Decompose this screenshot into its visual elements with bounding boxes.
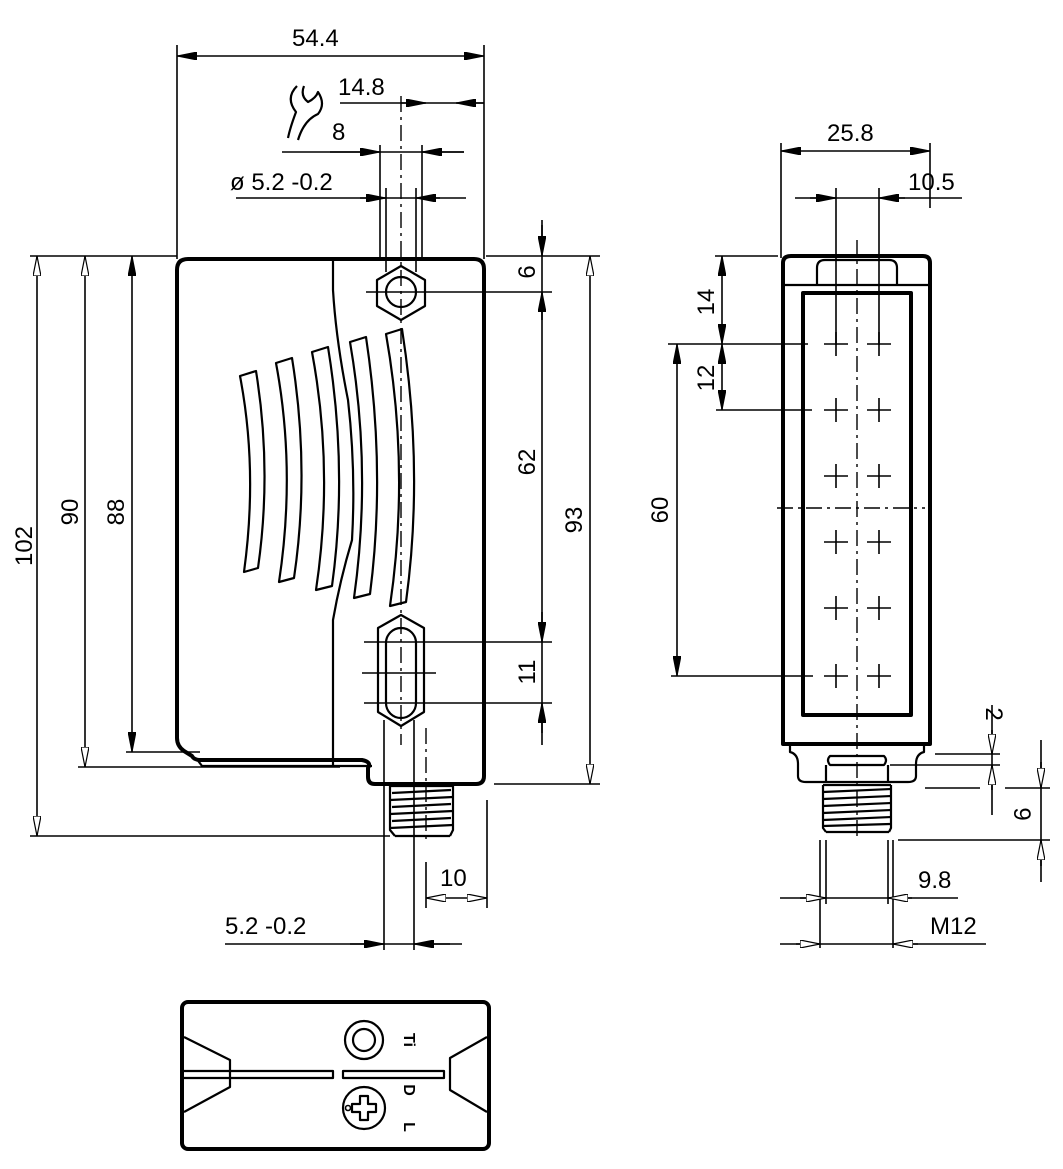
dim-top-to-first-led: 14 bbox=[693, 289, 720, 316]
bottom-body-outline bbox=[180, 1000, 491, 1151]
led-cross-marker bbox=[824, 596, 848, 620]
dim-connector-offset: 10 bbox=[440, 865, 467, 892]
emission-slats bbox=[238, 327, 416, 608]
dim-collar-height: 2 bbox=[980, 707, 1007, 720]
dim-lens-offset: 10.5 bbox=[908, 169, 955, 196]
dim-slot-length: 11 bbox=[514, 660, 541, 685]
dim-side-width: 25.8 bbox=[827, 120, 874, 147]
dim-width: 54.4 bbox=[292, 25, 339, 52]
dim-thread-length: 9 bbox=[1008, 807, 1035, 820]
dim-hole-diameter: ø 5.2 -0.2 bbox=[230, 169, 333, 196]
led-cross-marker bbox=[824, 398, 848, 422]
dim-thread: M12 bbox=[930, 913, 977, 940]
wrench-icon bbox=[286, 85, 324, 141]
dim-height-total: 102 bbox=[11, 526, 38, 566]
front-parting-line bbox=[331, 261, 355, 766]
led-cross-marker bbox=[867, 596, 891, 620]
potentiometer-ring-icon bbox=[343, 1019, 385, 1061]
dim-top-to-hole: 6 bbox=[514, 265, 541, 278]
dim-led-pitch: 12 bbox=[693, 365, 720, 392]
label-d: D bbox=[400, 1084, 417, 1096]
label-l: L bbox=[400, 1122, 417, 1132]
dim-height-right: 93 bbox=[561, 507, 588, 534]
adjustment-screw-icon bbox=[341, 1085, 387, 1131]
dim-wrench-size: 8 bbox=[332, 119, 345, 146]
led-cross-marker bbox=[824, 464, 848, 488]
front-connector-thread bbox=[388, 784, 455, 838]
side-view: 25.8 10.5 14 12 60 2 9 9.8 M12 bbox=[647, 120, 1050, 948]
dim-hole-spacing: 62 bbox=[514, 449, 541, 476]
dim-hole-offset: 14.8 bbox=[338, 74, 385, 101]
led-cross-marker bbox=[867, 464, 891, 488]
dim-height-body-b: 88 bbox=[103, 499, 130, 526]
front-body-outline bbox=[175, 257, 486, 786]
front-view: 54.4 14.8 8 ø 5.2 -0.2 102 90 88 6 62 11… bbox=[11, 25, 600, 950]
side-body-outline bbox=[781, 254, 932, 746]
dim-thread-inner: 9.8 bbox=[918, 867, 951, 894]
led-cross-marker bbox=[824, 664, 848, 688]
bottom-view: Ti D L bbox=[180, 1000, 491, 1151]
dim-slot-width: 5.2 -0.2 bbox=[225, 913, 306, 940]
led-cross-marker bbox=[824, 530, 848, 554]
dim-led-span: 60 bbox=[647, 497, 674, 524]
led-cross-marker bbox=[867, 398, 891, 422]
dim-height-body-a: 90 bbox=[57, 499, 84, 526]
front-body-lip bbox=[195, 757, 372, 768]
side-collar bbox=[788, 744, 926, 784]
led-cross-marker bbox=[867, 530, 891, 554]
led-cross-marker bbox=[867, 664, 891, 688]
label-ti: Ti bbox=[400, 1033, 417, 1047]
